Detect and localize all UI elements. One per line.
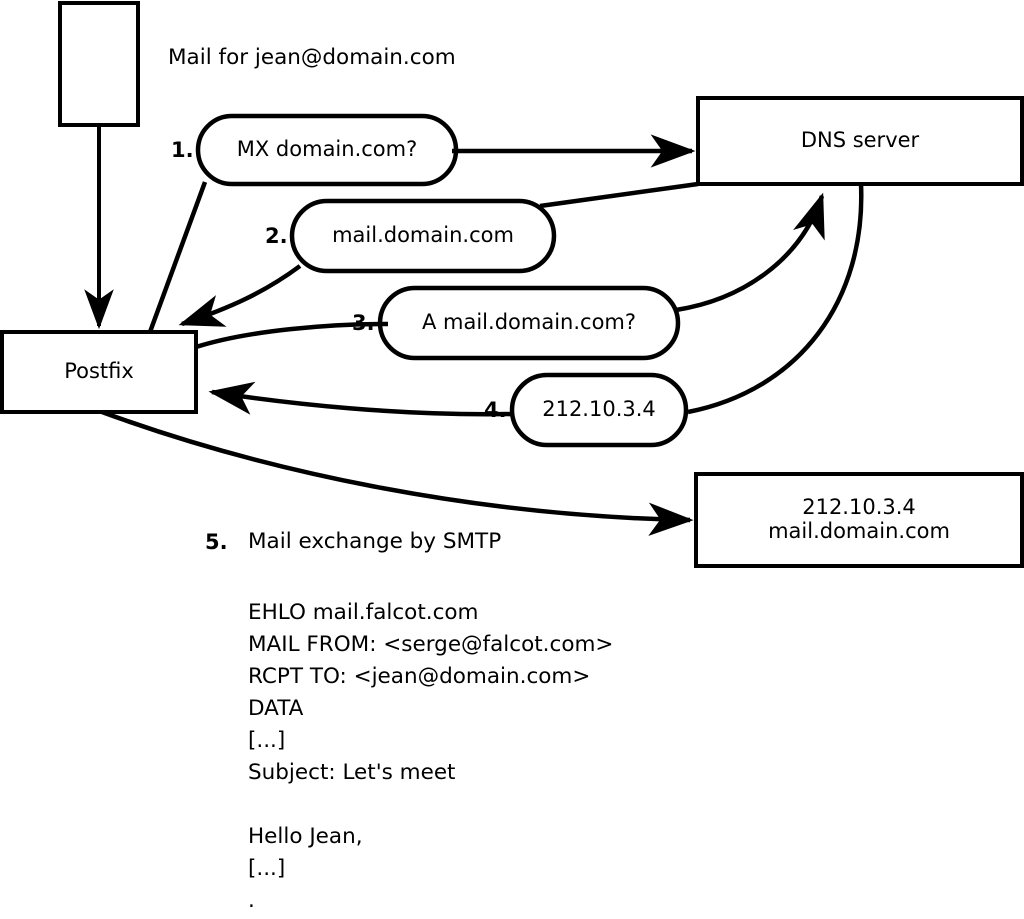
step-1-label: MX domain.com? <box>236 137 418 162</box>
mail-server-box <box>694 472 1024 568</box>
connector-postfix-to-step1 <box>147 181 208 333</box>
step-2-label: mail.domain.com <box>332 223 514 248</box>
step-3-label: A mail.domain.com? <box>421 310 637 335</box>
smtp-transcript-line: DATA <box>248 696 304 721</box>
smtp-transcript-line <box>248 792 613 824</box>
smtp-transcript-line: Subject: Let's meet <box>248 760 456 785</box>
step-1-number: 1. <box>171 138 194 162</box>
dns-server-box <box>696 96 1024 186</box>
step-2-pill <box>289 198 557 274</box>
step-3-number: 3. <box>352 311 375 335</box>
connector-step4-to-postfix <box>208 381 513 417</box>
connector-step2-to-postfix <box>178 264 302 327</box>
client-box <box>58 1 140 127</box>
smtp-transcript-line: Hello Jean, <box>248 824 363 849</box>
connector-dns-to-step4 <box>687 183 864 415</box>
smtp-transcript-line: EHLO mail.falcot.com <box>248 600 479 625</box>
smtp-transcript-line: MAIL FROM: <serge@falcot.com> <box>248 632 614 657</box>
page-title: Mail for jean@domain.com <box>168 45 456 70</box>
smtp-transcript-line: . <box>248 888 255 913</box>
mail-server-label: 212.10.3.4 mail.domain.com <box>696 474 1022 566</box>
connector-postfix-to-step3 <box>195 321 389 350</box>
postfix-label: Postfix <box>64 359 134 384</box>
mail-server-hostname: mail.domain.com <box>768 519 950 543</box>
step-5-label: Mail exchange by SMTP <box>248 529 502 554</box>
smtp-transcript-line: [...] <box>248 728 286 753</box>
connector-dns-to-step2 <box>539 181 699 209</box>
smtp-transcript-line: RCPT TO: <jean@domain.com> <box>248 664 591 689</box>
connector-step3-to-dns <box>675 192 825 313</box>
mail-server-ip: 212.10.3.4 <box>802 495 916 520</box>
step-4-number: 4. <box>484 398 507 422</box>
step-5-number: 5. <box>205 530 228 554</box>
postfix-box <box>0 330 198 414</box>
step-4-pill <box>509 372 689 448</box>
smtp-transcript-line: [...] <box>248 856 286 881</box>
step-4-label: 212.10.3.4 <box>542 397 656 422</box>
dns-server-label: DNS server <box>800 128 920 153</box>
step-2-number: 2. <box>265 224 288 248</box>
connector-postfix-to-mail-server <box>101 409 694 536</box>
